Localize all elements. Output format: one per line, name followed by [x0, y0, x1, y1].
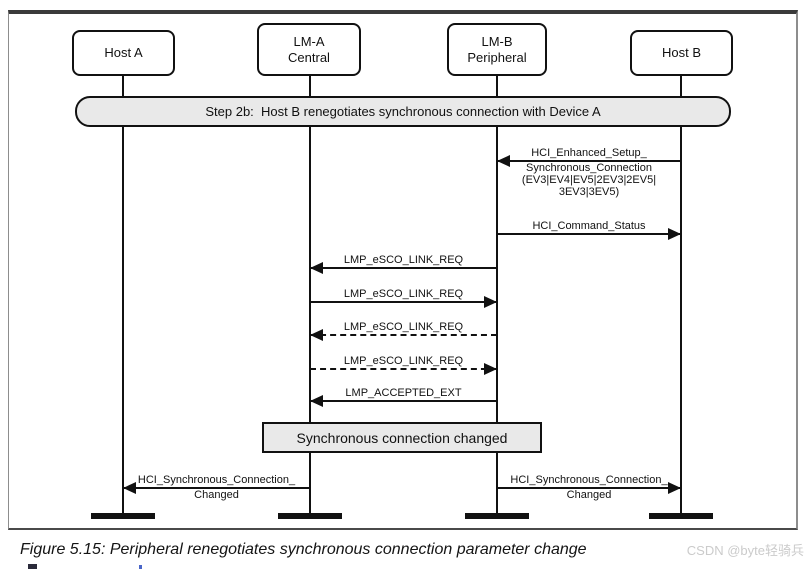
message-label: HCI_Enhanced_Setup_ — [531, 147, 647, 159]
figure-caption: Figure 5.15: Peripheral renegotiates syn… — [20, 541, 587, 558]
message-label-below: Changed — [194, 489, 239, 501]
actor-box-lm-a-central: LM-A Central — [257, 23, 361, 76]
lifeline-terminator-host-b — [649, 513, 713, 519]
message-label: LMP_ACCEPTED_EXT — [345, 387, 462, 399]
message-label: LMP_eSCO_LINK_REQ — [343, 288, 464, 300]
actor-label: Host B — [661, 45, 701, 60]
message-line — [310, 267, 497, 269]
message-line — [497, 160, 681, 162]
arrowhead-right-icon — [484, 296, 497, 308]
arrowhead-right-icon — [668, 228, 681, 240]
cutoff-content-artifact — [139, 565, 142, 569]
message-hci-enhanced-setup-synchronous-connection: HCI_Enhanced_Setup_ Synchronous_Connecti… — [497, 147, 681, 198]
lifeline-host-a — [122, 75, 124, 513]
actor-box-lm-b-peripheral: LM-B Peripheral — [447, 23, 547, 76]
message-label: LMP_eSCO_LINK_REQ — [343, 254, 464, 266]
message-line — [310, 400, 497, 402]
actor-box-host-b: Host B — [630, 30, 733, 76]
lifeline-terminator-lm-b — [465, 513, 529, 519]
message-label-below: Changed — [566, 489, 612, 501]
message-hci-command-status: HCI_Command_Status — [497, 220, 681, 240]
message-line — [497, 487, 681, 489]
message-lmp-esco-link-req-2: LMP_eSCO_LINK_REQ — [310, 288, 497, 308]
note-label: Synchronous connection changed — [296, 429, 508, 446]
arrowhead-left-icon — [123, 482, 136, 494]
message-label: LMP_eSCO_LINK_REQ — [343, 355, 464, 367]
note-synchronous-connection-changed: Synchronous connection changed — [262, 422, 542, 453]
message-line — [310, 301, 497, 303]
lifeline-lm-a-central — [309, 76, 311, 513]
cutoff-content-artifact — [28, 564, 37, 569]
message-label: LMP_eSCO_LINK_REQ — [343, 321, 464, 333]
message-label-below: 3EV3|3EV5) — [558, 186, 620, 198]
message-label: HCI_Synchronous_Connection_ — [510, 474, 668, 486]
arrowhead-left-icon — [310, 395, 323, 407]
lifeline-terminator-host-a — [91, 513, 155, 519]
message-lmp-esco-link-req-4: LMP_eSCO_LINK_REQ — [310, 355, 497, 375]
step-banner: Step 2b: Host B renegotiates synchronous… — [75, 96, 731, 127]
message-line-dashed — [310, 368, 497, 370]
message-label: HCI_Synchronous_Connection_ — [137, 474, 296, 486]
arrowhead-left-icon — [310, 262, 323, 274]
message-line — [497, 233, 681, 235]
message-label-below: Synchronous_Connection — [526, 162, 652, 174]
message-hci-synchronous-connection-changed-right: HCI_Synchronous_Connection_ Changed — [497, 474, 681, 501]
actor-label: Host A — [104, 45, 143, 60]
arrowhead-left-icon — [497, 155, 510, 167]
message-lmp-accepted-ext: LMP_ACCEPTED_EXT — [310, 387, 497, 407]
step-banner-label: Step 2b: Host B renegotiates synchronous… — [205, 104, 601, 119]
actor-label: LM-B — [481, 33, 513, 49]
lifeline-lm-b-peripheral — [496, 76, 498, 513]
watermark-text: CSDN @byte轻骑兵 — [686, 543, 804, 558]
lifeline-terminator-lm-a — [278, 513, 342, 519]
actor-label-line2: Peripheral — [467, 49, 527, 65]
actor-box-host-a: Host A — [72, 30, 175, 76]
actor-label-line2: Central — [288, 49, 330, 65]
message-lmp-esco-link-req-3: LMP_eSCO_LINK_REQ — [310, 321, 497, 341]
arrowhead-right-icon — [668, 482, 681, 494]
message-lmp-esco-link-req-1: LMP_eSCO_LINK_REQ — [310, 254, 497, 274]
lifeline-host-b — [680, 75, 682, 513]
arrowhead-left-icon — [310, 329, 323, 341]
message-label-below: (EV3|EV4|EV5|2EV3|2EV5| — [521, 174, 657, 186]
message-hci-synchronous-connection-changed-left: HCI_Synchronous_Connection_ Changed — [123, 474, 310, 501]
actor-label: LM-A — [293, 33, 325, 49]
message-label: HCI_Command_Status — [532, 220, 646, 232]
message-line — [123, 487, 310, 489]
arrowhead-right-icon — [484, 363, 497, 375]
message-line-dashed — [310, 334, 497, 336]
